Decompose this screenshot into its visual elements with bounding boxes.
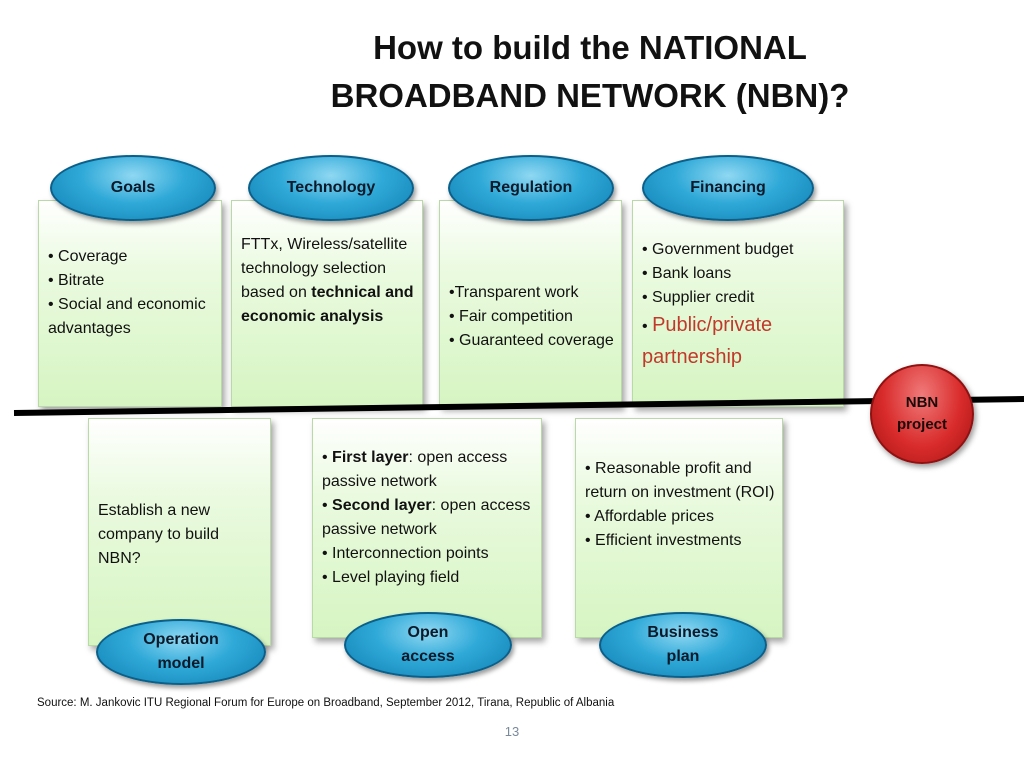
operation-model-pill: Operation model <box>96 619 266 685</box>
regulation-pill: Regulation <box>448 155 614 221</box>
open-access-item-bold: First layer <box>332 449 409 466</box>
financing-item: • Bank loans <box>642 265 732 282</box>
business-plan-item: • Reasonable profit and return on invest… <box>585 460 775 501</box>
financing-item: • Supplier credit <box>642 289 755 306</box>
technology-text-bold: technical and economic analysis <box>241 284 414 325</box>
financing-highlight: Public/private partnership <box>642 314 773 368</box>
financing-pill: Financing <box>642 155 814 221</box>
label-line: access <box>401 648 455 665</box>
label-line: NBN <box>905 394 939 411</box>
bullet: • <box>322 497 333 514</box>
label-line: Operation <box>143 631 219 648</box>
regulation-item: • Guaranteed coverage <box>449 332 614 349</box>
technology-text-plain: FTTx, Wireless/satellite technology sele… <box>241 236 408 301</box>
operation-model-label: Operation model <box>143 628 219 676</box>
slide-title: How to build the NATIONAL BROADBAND NETW… <box>300 24 880 120</box>
business-plan-item: • Affordable prices <box>585 508 714 525</box>
open-access-item: • First layer: open access passive netwo… <box>322 446 535 494</box>
goals-item: • Coverage <box>48 248 128 265</box>
goals-item: • Bitrate <box>48 272 105 289</box>
label-line: plan <box>666 648 700 665</box>
business-plan-item: • Efficient investments <box>585 532 742 549</box>
technology-text: FTTx, Wireless/satellite technology sele… <box>241 233 416 329</box>
open-access-pill: Open access <box>344 612 512 678</box>
financing-highlight-item: • Public/private partnership <box>642 310 837 374</box>
source-citation: Source: M. Jankovic ITU Regional Forum f… <box>37 697 615 709</box>
business-plan-pill: Business plan <box>599 612 767 678</box>
regulation-item: • Fair competition <box>449 308 573 325</box>
open-access-item-text: : open access passive network <box>322 449 508 490</box>
slide-title-line-2: BROADBAND NETWORK (NBN)? <box>330 77 850 114</box>
operation-box: Establish a new company to build NBN? <box>88 418 271 646</box>
page-number: 13 <box>504 724 520 739</box>
goals-pill: Goals <box>50 155 216 221</box>
nbn-project-label: NBN project <box>897 392 947 436</box>
operation-text: Establish a new company to build NBN? <box>98 502 219 567</box>
open-access-item-text: : open access passive network <box>322 497 531 538</box>
nbn-project-circle: NBN project <box>870 364 974 464</box>
business-plan-label: Business plan <box>647 621 718 669</box>
label-line: Business <box>647 624 719 641</box>
financing-box: • Government budget • Bank loans • Suppl… <box>632 200 844 407</box>
regulation-label: Regulation <box>489 179 573 196</box>
financing-highlight-bullet: • <box>642 318 648 335</box>
open-access-item-bold: Second layer <box>332 497 432 514</box>
business-plan-box: • Reasonable profit and return on invest… <box>575 418 783 638</box>
technology-box: FTTx, Wireless/satellite technology sele… <box>231 200 423 407</box>
slide-title-line-1: How to build the NATIONAL <box>373 29 807 66</box>
label-line: project <box>896 416 947 433</box>
technology-pill: Technology <box>248 155 414 221</box>
label-line: Open <box>407 624 449 641</box>
open-access-item: • Level playing field <box>322 569 460 586</box>
goals-item: • Social and economic advantages <box>48 296 206 337</box>
goals-box: • Coverage • Bitrate • Social and econom… <box>38 200 222 407</box>
open-access-item: • Second layer: open access passive netw… <box>322 494 535 542</box>
technology-label: Technology <box>286 179 376 196</box>
open-access-box: • First layer: open access passive netwo… <box>312 418 542 638</box>
open-access-item: • Interconnection points <box>322 545 489 562</box>
regulation-box: •Transparent work • Fair competition • G… <box>439 200 622 407</box>
financing-item: • Government budget <box>642 241 794 258</box>
bullet: • <box>322 449 333 466</box>
financing-label: Financing <box>690 179 766 196</box>
open-access-label: Open access <box>401 621 454 669</box>
goals-label: Goals <box>110 179 156 196</box>
regulation-item: •Transparent work <box>449 284 579 301</box>
label-line: model <box>157 655 205 672</box>
